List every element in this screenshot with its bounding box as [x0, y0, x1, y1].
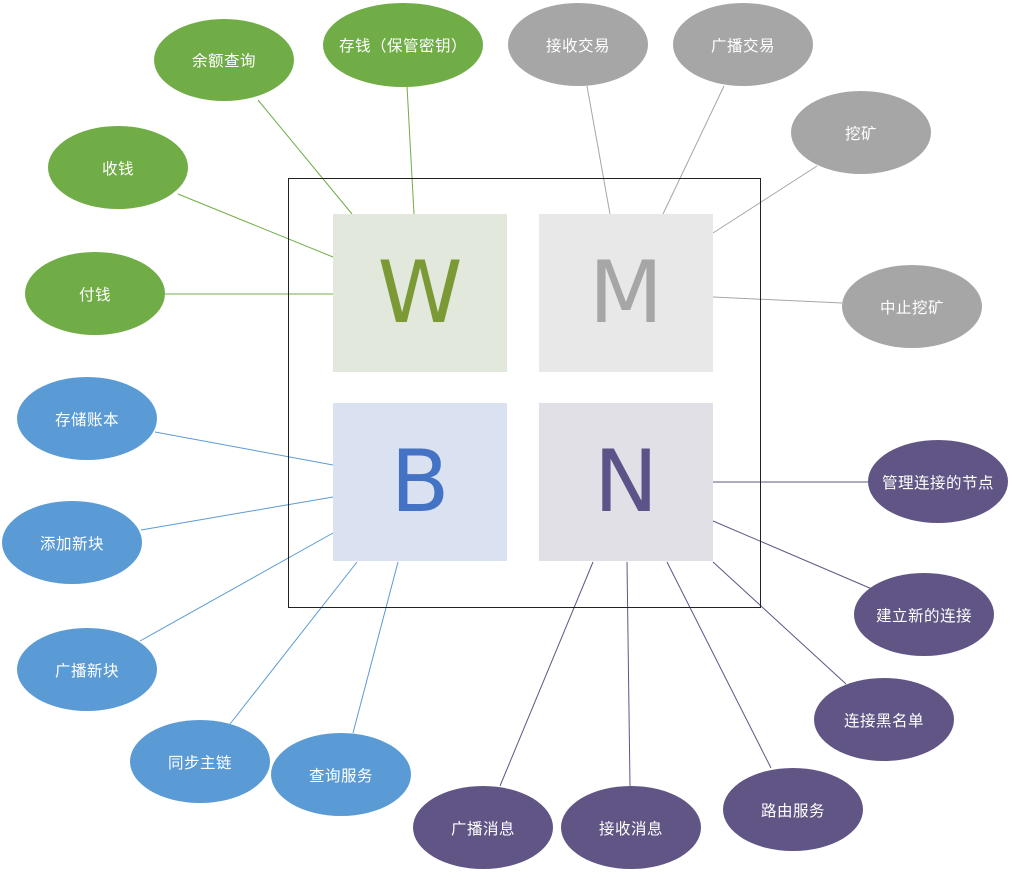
miner-letter: M	[588, 243, 664, 343]
node-manage-nodes[interactable]: 管理连接的节点	[868, 440, 1008, 523]
wallet-module: W	[333, 214, 507, 372]
connector-blacklist	[712, 561, 847, 685]
node-sync-chain[interactable]: 同步主链	[130, 720, 270, 803]
node-query-service[interactable]: 查询服务	[271, 733, 411, 816]
connector-broadcast-msg	[499, 561, 594, 787]
node-new-connection[interactable]: 建立新的连接	[854, 573, 994, 656]
blockchain-module: B	[333, 403, 507, 561]
miner-module: M	[539, 214, 713, 372]
node-store-ledger[interactable]: 存储账本	[17, 377, 157, 460]
connector-stop-mine	[712, 296, 843, 304]
network-module: N	[539, 403, 713, 561]
connector-deposit	[406, 85, 415, 215]
blockchain-letter: B	[390, 432, 450, 532]
node-stop-mine[interactable]: 中止挖矿	[842, 265, 982, 348]
node-mine[interactable]: 挖矿	[791, 91, 931, 174]
node-balance-query[interactable]: 余额查询	[154, 19, 294, 101]
connector-receive-tx	[586, 85, 611, 215]
wallet-letter: W	[377, 243, 463, 343]
connector-broadcast-block	[139, 532, 334, 642]
node-routing[interactable]: 路由服务	[723, 768, 863, 851]
connector-mine	[712, 165, 818, 234]
core-frame	[288, 178, 761, 608]
node-pay[interactable]: 付钱	[25, 252, 165, 335]
connector-routing	[666, 561, 772, 769]
connector-broadcast-tx	[662, 85, 725, 215]
connector-receive	[177, 193, 334, 258]
connector-store-ledger	[154, 431, 334, 466]
node-broadcast-tx[interactable]: 广播交易	[673, 3, 813, 86]
connector-balance	[257, 99, 353, 215]
node-receive-tx[interactable]: 接收交易	[508, 3, 648, 86]
connector-receive-msg	[626, 561, 631, 787]
connector-sync-chain	[229, 561, 358, 725]
connector-add-block	[140, 496, 334, 531]
node-deposit[interactable]: 存钱（保管密钥）	[323, 3, 483, 87]
node-receive-money[interactable]: 收钱	[48, 126, 188, 209]
node-broadcast-block[interactable]: 广播新块	[17, 628, 157, 711]
node-blacklist[interactable]: 连接黑名单	[814, 678, 954, 761]
node-add-block[interactable]: 添加新块	[2, 501, 142, 584]
connector-query-service	[352, 561, 399, 734]
network-letter: N	[593, 432, 659, 532]
node-broadcast-message[interactable]: 广播消息	[413, 786, 553, 869]
connector-new-connection	[712, 520, 873, 590]
node-receive-message[interactable]: 接收消息	[561, 786, 701, 869]
